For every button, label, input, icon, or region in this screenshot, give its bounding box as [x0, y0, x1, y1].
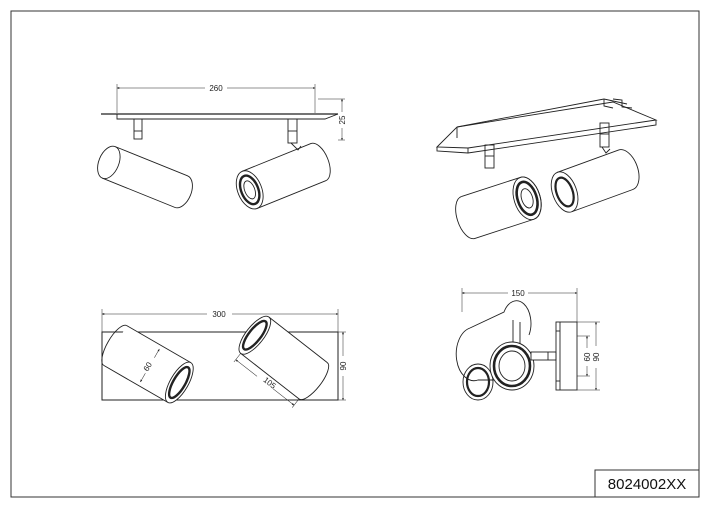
- perspective-view: [435, 98, 658, 240]
- top-height-label: 90: [339, 361, 348, 370]
- front-height-label: 25: [338, 115, 347, 124]
- side-view: [455, 288, 600, 401]
- side-height-label-a: 60: [583, 352, 592, 361]
- part-number: 8024002XX: [608, 476, 686, 493]
- side-width-label: 150: [511, 289, 525, 298]
- front-width-label: 260: [209, 84, 223, 93]
- top-view: [101, 309, 346, 408]
- drawing-frame: [10, 10, 700, 498]
- title-block: [594, 469, 700, 498]
- front-view: [97, 84, 345, 210]
- top-width-label: 300: [212, 310, 226, 319]
- side-height-label-b: 90: [592, 352, 601, 361]
